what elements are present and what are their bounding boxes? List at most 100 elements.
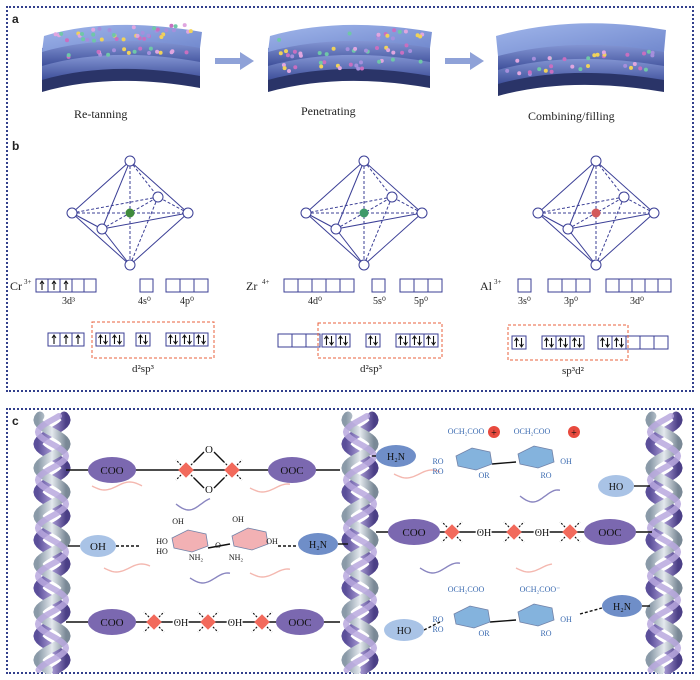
molecule-dot xyxy=(586,56,591,61)
octa-edge xyxy=(567,212,655,230)
molecule-dot xyxy=(169,50,174,55)
hydrogen-bond xyxy=(423,621,441,631)
arrow-1 xyxy=(215,52,254,70)
octahedron-zr xyxy=(300,155,428,271)
coo-group xyxy=(388,519,440,545)
orbital-box xyxy=(165,278,181,293)
octa-edge xyxy=(567,160,597,230)
molecule-dot xyxy=(578,67,583,72)
oh-bridge-label: OH xyxy=(535,528,549,539)
orbital-box xyxy=(311,278,327,293)
orbital-box xyxy=(555,335,571,350)
ligand-site xyxy=(152,191,164,203)
arrowhead xyxy=(519,343,524,348)
molecule-dot xyxy=(80,32,84,36)
molecule-dot xyxy=(515,58,520,63)
metal-center xyxy=(591,208,601,218)
orbital-box xyxy=(399,278,415,293)
ion-charge-al: 3+ xyxy=(494,278,502,286)
molecule-dot xyxy=(126,50,131,55)
ring-oh: OH xyxy=(232,515,244,524)
cmc-ch2coo-minus: OCH₂COO⁻ xyxy=(520,585,561,594)
ion-symbol-cr: Cr xyxy=(10,279,22,293)
octa-edge xyxy=(71,212,103,230)
molecule-dot xyxy=(121,37,126,42)
molecule-dot xyxy=(359,60,363,65)
glycosidic-bond xyxy=(491,461,517,465)
ligand-site xyxy=(386,191,398,203)
molecule-dot xyxy=(282,66,287,71)
orbital-box xyxy=(413,278,429,293)
ligand-site xyxy=(532,207,544,219)
arrowhead xyxy=(51,334,57,339)
octa-edge xyxy=(537,196,625,214)
ho-label: HO xyxy=(397,626,411,637)
arrowhead xyxy=(182,334,187,339)
collagen-helix xyxy=(33,411,71,674)
panel-c-frame xyxy=(6,408,694,674)
coordination-bond xyxy=(559,521,571,533)
coo-label: COO xyxy=(402,527,425,539)
arrowhead xyxy=(117,340,122,345)
hybrid-label-zr: d²sp³ xyxy=(360,363,383,375)
orbital-label: 3s⁰ xyxy=(518,296,531,307)
molecule-dot xyxy=(59,31,64,36)
octahedron-al xyxy=(532,155,660,271)
arrowhead xyxy=(417,341,422,346)
peptide-strand xyxy=(189,572,231,584)
hybrid-al-p3 xyxy=(541,335,585,350)
orbital-box xyxy=(631,278,646,293)
molecule-dot xyxy=(287,69,291,73)
coordination-bond xyxy=(153,621,165,633)
ligand-site xyxy=(618,191,630,203)
arrowhead xyxy=(398,335,403,340)
coordination-bond xyxy=(197,611,209,623)
metal-ion xyxy=(251,611,273,633)
hybrid-label-al: sp³d² xyxy=(562,365,585,377)
molecule-dot xyxy=(517,71,522,76)
oh-label: OH xyxy=(90,541,106,553)
hybrid-zr-empty xyxy=(277,333,321,348)
arrowhead xyxy=(338,335,343,340)
arrowhead xyxy=(201,340,206,345)
molecule-dot xyxy=(347,31,352,36)
coordination-bond xyxy=(251,611,263,623)
molecule-dot xyxy=(547,56,552,61)
ion-charge-zr: 4+ xyxy=(262,278,270,286)
ligand-site xyxy=(300,207,312,219)
helix-strand-light xyxy=(34,413,70,673)
ring-nh2: NH₂ xyxy=(229,553,244,562)
octa-edge xyxy=(595,160,625,198)
molecule-dot xyxy=(376,36,381,41)
arrowhead xyxy=(63,334,69,339)
hybrid-highlight-al xyxy=(507,324,629,361)
orbital-box xyxy=(283,278,299,293)
arrowhead xyxy=(544,337,549,342)
ligand-site xyxy=(416,207,428,219)
orbital-box xyxy=(575,278,591,293)
metal-site xyxy=(146,614,162,630)
orbital-box xyxy=(321,333,337,348)
molecule-dot xyxy=(290,54,295,59)
ring-oh: OH xyxy=(266,537,278,546)
molecule-dot xyxy=(158,50,163,55)
arrowhead xyxy=(514,337,519,342)
stack-combining xyxy=(496,23,666,96)
arrowhead xyxy=(368,335,373,340)
molecule-dot xyxy=(390,57,395,62)
octa-edge xyxy=(129,212,189,266)
orbital-box xyxy=(395,333,411,348)
molecule-dot xyxy=(595,52,600,57)
ring-ho: HO xyxy=(156,547,168,556)
metal-ion xyxy=(503,521,525,543)
arrowhead xyxy=(605,343,610,348)
molecule-dot xyxy=(81,37,86,42)
molecule-dot xyxy=(122,47,127,52)
molecule-dot xyxy=(376,32,381,37)
metal-site xyxy=(200,614,216,630)
molecule-dot xyxy=(155,27,160,32)
molecule-dot xyxy=(375,46,379,50)
orbital-box xyxy=(618,278,633,293)
molecule-dot xyxy=(348,62,353,67)
arrowhead xyxy=(103,340,108,345)
